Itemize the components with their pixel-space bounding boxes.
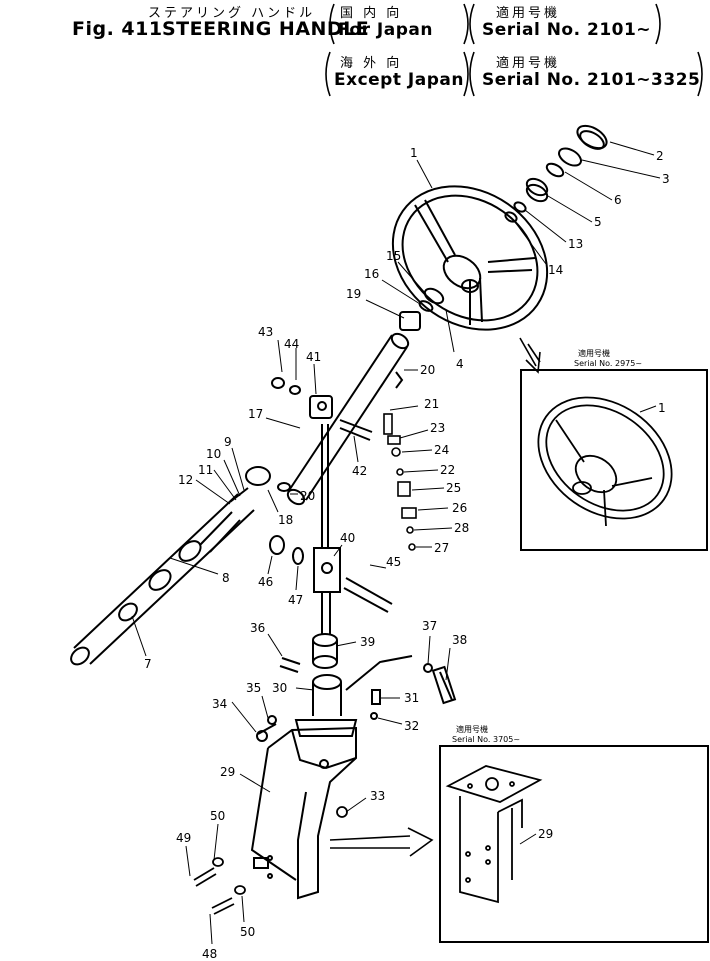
- leader-lines: [131, 141, 661, 945]
- callout-9: 9: [224, 435, 232, 449]
- region-jp-2: 海 外 向: [340, 56, 403, 71]
- callout-43: 43: [258, 325, 273, 339]
- callout-20b: 20: [300, 489, 315, 503]
- callout-12: 12: [178, 473, 193, 487]
- callout-13: 13: [568, 237, 583, 251]
- inset-2-serial: Serial No. 3705~: [452, 735, 520, 744]
- callout-40: 40: [340, 531, 355, 545]
- callout-22: 22: [440, 463, 455, 477]
- callout-23: 23: [430, 421, 445, 435]
- callout-8: 8: [222, 571, 230, 585]
- serial-1: Serial No. 2101~: [482, 20, 652, 40]
- callout-33: 33: [370, 789, 385, 803]
- callout-28: 28: [454, 521, 469, 535]
- horn-cap-parts: [504, 124, 608, 223]
- steering-wheel: [391, 185, 549, 331]
- inset-arrows: [329, 337, 541, 857]
- inset-bracket: [445, 765, 543, 904]
- callout-3: 3: [662, 172, 670, 186]
- header-brackets: [325, 3, 703, 97]
- callout-38: 38: [452, 633, 467, 647]
- callout-35: 35: [246, 681, 261, 695]
- callout-27: 27: [434, 541, 449, 555]
- inset-2-serial-jp: 適用号機: [456, 724, 488, 734]
- callout-15: 15: [386, 249, 401, 263]
- callout-49: 49: [176, 831, 191, 845]
- callout-48: 48: [202, 947, 217, 961]
- callout-32: 32: [404, 719, 419, 733]
- callout-5: 5: [594, 215, 602, 229]
- mount-bolts: [193, 806, 348, 915]
- callout-30: 30: [272, 681, 287, 695]
- callout-34: 34: [212, 697, 227, 711]
- callout-2: 2: [656, 149, 664, 163]
- callout-4: 4: [456, 357, 464, 371]
- region-en-1: For Japan: [338, 20, 433, 40]
- callout-16: 16: [364, 267, 379, 281]
- callout-25: 25: [446, 481, 461, 495]
- callout-31: 31: [404, 691, 419, 705]
- callout-29: 29: [220, 765, 235, 779]
- callout-1: 1: [410, 146, 418, 160]
- column-bracket: [250, 726, 357, 900]
- callout-labels: 1 2 3 6 5 13 14 15 16 19 4 20 43 44 41 1…: [144, 146, 670, 961]
- steering-shaft: [70, 487, 255, 666]
- callout-44: 44: [284, 337, 299, 351]
- steering-column: [245, 287, 445, 506]
- inset-1-callout: 1: [658, 401, 666, 415]
- inset-serials: 適用号機 Serial No. 2975~ 適用号機 Serial No. 37…: [452, 348, 642, 744]
- title-japanese: ステアリング ハンドル: [148, 6, 316, 21]
- callout-10: 10: [206, 447, 221, 461]
- universal-joint: [269, 424, 393, 634]
- callout-17: 17: [248, 407, 263, 421]
- callout-36: 36: [250, 621, 265, 635]
- callout-21: 21: [424, 397, 439, 411]
- callout-6: 6: [614, 193, 622, 207]
- region-en-2: Except Japan: [334, 70, 464, 90]
- switch-parts: [383, 413, 417, 551]
- inset-1-serial: Serial No. 2975~: [574, 359, 642, 368]
- callout-41: 41: [306, 350, 321, 364]
- callout-18: 18: [278, 513, 293, 527]
- figure-label: Fig. 411: [72, 18, 163, 40]
- callout-7: 7: [144, 657, 152, 671]
- inset-1-serial-jp: 適用号機: [578, 348, 610, 358]
- serial-jp-2: 適用号機: [496, 56, 561, 71]
- column-clamp: [271, 371, 404, 441]
- serial-jp-1: 適用号機: [496, 6, 561, 21]
- callout-39: 39: [360, 635, 375, 649]
- callout-45: 45: [386, 555, 401, 569]
- callout-14: 14: [548, 263, 563, 277]
- page-title: STEERING HANDLE: [162, 18, 370, 40]
- callout-24: 24: [434, 443, 449, 457]
- inset-2-callout: 29: [538, 827, 553, 841]
- inset-boxes: [439, 369, 709, 943]
- callout-20: 20: [420, 363, 435, 377]
- callout-50b: 50: [240, 925, 255, 939]
- callout-46: 46: [258, 575, 273, 589]
- serial-2: Serial No. 2101~3325: [482, 70, 701, 90]
- callout-47: 47: [288, 593, 303, 607]
- region-jp-1: 国 内 向: [340, 6, 403, 21]
- callout-11: 11: [198, 463, 213, 477]
- callout-37: 37: [422, 619, 437, 633]
- callout-42: 42: [352, 464, 367, 478]
- callout-50: 50: [210, 809, 225, 823]
- callout-26: 26: [452, 501, 467, 515]
- callout-19: 19: [346, 287, 361, 301]
- inset-wheel: [537, 396, 673, 527]
